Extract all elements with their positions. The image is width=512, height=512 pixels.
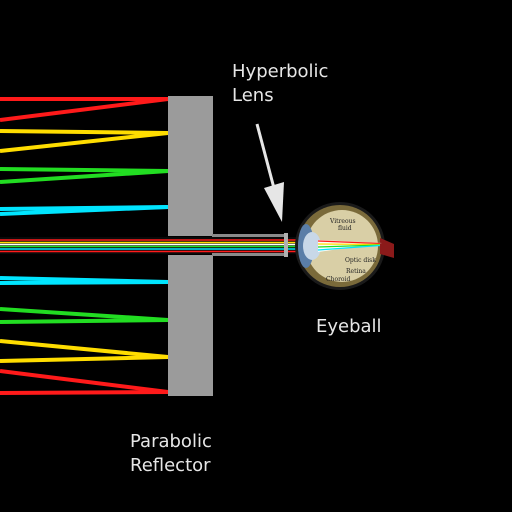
parabolic-reflector-label-line1: Parabolic <box>130 431 212 452</box>
hyperbolic-lens-label-line2: Lens <box>232 85 274 106</box>
eye-ray-yellow <box>317 243 381 246</box>
ray-red-7-0 <box>0 369 169 394</box>
incoming-rays <box>0 97 169 395</box>
reflector-lower-half <box>168 255 213 396</box>
ray-green-5-0 <box>0 307 169 322</box>
eye-label-choroid: Choroid <box>326 276 350 283</box>
parabolic-reflector-label-line2: Reflector <box>130 455 211 476</box>
eye-ray-green <box>317 244 381 248</box>
eye-label-vitreous: Vitreous <box>329 218 356 225</box>
hyperbolic-lens-label-line1: Hyperbolic <box>232 61 329 82</box>
lens-bottom-edge <box>212 253 288 256</box>
ray-green-5-1 <box>0 318 169 324</box>
ray-green-2-0 <box>0 167 169 173</box>
ray-red-7-1 <box>0 390 169 395</box>
eye-label-optic-disk: Optic disk <box>345 257 376 264</box>
hyperbolic-lens <box>212 233 288 257</box>
lens-pointer-arrow <box>255 123 284 222</box>
lens-top-edge <box>212 234 288 237</box>
eyeball-label: Eyeball <box>316 316 382 337</box>
ray-cyan-3-1 <box>0 205 169 216</box>
crystalline-lens <box>303 232 321 260</box>
ray-yellow-1-0 <box>0 129 169 135</box>
ray-yellow-1-1 <box>0 131 169 153</box>
focused-beam <box>0 237 300 254</box>
eye-ray-cyan <box>317 244 381 251</box>
lens-body <box>284 233 288 257</box>
reflector-upper-half <box>168 96 213 236</box>
ray-green-2-1 <box>0 169 169 184</box>
eyeball-illustration: Vitreous fluid Optic disk Retina Choroid <box>295 202 394 290</box>
ray-yellow-6-0 <box>0 339 169 359</box>
ray-yellow-6-1 <box>0 355 169 363</box>
eye-label-fluid: fluid <box>338 225 352 232</box>
parabolic-reflector-label: Parabolic Reflector <box>130 430 212 478</box>
optic-nerve <box>380 238 394 258</box>
ray-cyan-4-1 <box>0 280 169 285</box>
eye-label-retina: Retina <box>346 268 366 275</box>
eye-ray-red <box>317 240 381 245</box>
ray-red-0-1 <box>0 97 169 122</box>
hyperbolic-lens-label: Hyperbolic Lens <box>232 60 328 108</box>
